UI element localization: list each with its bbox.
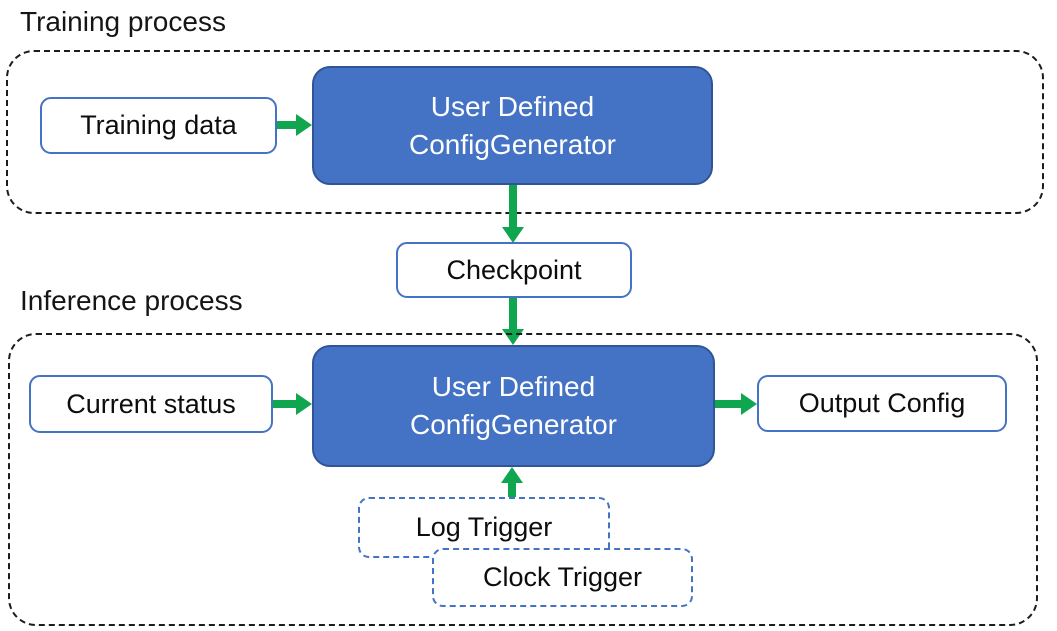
arrow-current-status-to-generator-head <box>296 393 312 415</box>
training-config-generator-line2: ConfigGenerator <box>408 128 616 160</box>
arrow-training-data-to-generator-shaft <box>277 121 297 129</box>
arrow-generator-to-output-head <box>741 393 757 415</box>
inference-process-region <box>8 333 1038 626</box>
inference-config-generator-line2: ConfigGenerator <box>409 409 617 440</box>
training-process-region <box>6 50 1044 214</box>
log-trigger-node: Log Trigger <box>358 497 610 558</box>
training-process-label: Training process <box>20 6 226 37</box>
training-config-generator-node: User Defined ConfigGenerator <box>312 66 713 185</box>
arrow-checkpoint-to-generator-shaft <box>509 298 517 330</box>
output-config-node: Output Config <box>757 375 1007 432</box>
arrow-triggers-to-generator-head <box>501 467 523 483</box>
training-config-generator-line1: User Defined <box>430 90 595 122</box>
arrow-generator-to-checkpoint-head <box>502 227 524 243</box>
arrow-training-data-to-generator-head <box>296 114 312 136</box>
inference-process-label: Inference process <box>20 285 243 316</box>
training-data-node: Training data <box>40 97 277 154</box>
inference-config-generator-node: User Defined ConfigGenerator <box>312 345 715 467</box>
arrow-triggers-to-generator-shaft <box>508 483 516 498</box>
current-status-node: Current status <box>29 375 273 433</box>
checkpoint-node: Checkpoint <box>396 242 632 298</box>
arrow-current-status-to-generator-shaft <box>273 400 296 408</box>
inference-config-generator-line1: User Defined <box>431 371 596 402</box>
clock-trigger-node: Clock Trigger <box>432 548 693 607</box>
arrow-generator-to-checkpoint-shaft <box>509 185 517 228</box>
arrow-generator-to-output-shaft <box>715 400 741 408</box>
